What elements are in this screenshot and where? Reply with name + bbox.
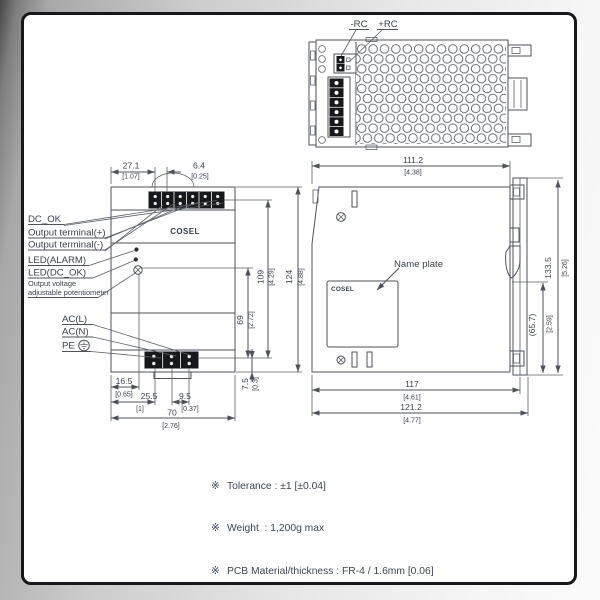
- dim-95-in: [0.37]: [181, 406, 199, 413]
- side-view-din-bracket: [505, 177, 528, 376]
- front-callouts: DC_OK Output terminal(+) Output terminal…: [28, 214, 109, 352]
- potentiometer-icon: [133, 265, 143, 275]
- note-tolerance: ※Tolerance : ±1 [±0.04]: [211, 480, 513, 494]
- dim-124-mm: 124: [284, 270, 294, 285]
- dim-6-mm: 6.4: [193, 161, 205, 171]
- cosel-logo-front: COSEL: [170, 227, 200, 236]
- dim-117-mm: 117: [405, 379, 419, 389]
- note-marker: ※: [211, 565, 220, 577]
- top-view-din-clips: [507, 44, 532, 147]
- led-dcok-icon: [133, 257, 138, 262]
- bottom-din-tab: [153, 371, 192, 379]
- top-terminal-column: [327, 76, 351, 138]
- dim-75-in: [0.3]: [253, 377, 260, 391]
- dim-1112-mm: 111.2: [403, 155, 423, 165]
- note-marker: ※: [211, 481, 220, 493]
- earth-ground-icon: [78, 339, 90, 352]
- dim-657-in: [2.59]: [547, 315, 554, 333]
- dim-95-mm: 9.5: [179, 391, 191, 401]
- side-view: COSEL Name plate: [311, 155, 569, 425]
- callout-output-pos: Output terminal(+): [28, 228, 106, 239]
- vent-honeycomb: [356, 44, 506, 144]
- rc-negative-label: -RC: [350, 19, 367, 30]
- front-dimensions: 27.1 [1.07] 6.4 [0.25] 109 [4.29] 69 [2.…: [110, 161, 305, 430]
- dim-255-mm: 25.5: [141, 391, 158, 401]
- dim-69-in: [2.72]: [248, 311, 255, 329]
- side-screw-top-icon: [336, 212, 346, 222]
- callout-led-alarm: LED(ALARM): [28, 255, 86, 266]
- notes-list: ※Tolerance : ±1 [±0.04] ※Weight : 1,200g…: [211, 452, 513, 600]
- dim-117-in: [4.61]: [403, 395, 421, 402]
- name-plate-label: Name plate: [394, 259, 443, 270]
- callout-pot-line1: Output voltage: [28, 279, 76, 288]
- dim-27-in: [1.07]: [122, 174, 140, 181]
- callout-ac-l: AC(L): [62, 314, 87, 325]
- rc-positive-label: +RC: [378, 19, 398, 30]
- dim-1212-mm: 121.2: [400, 402, 422, 412]
- dim-165-mm: 16.5: [116, 376, 133, 386]
- input-terminal-block: [144, 351, 199, 369]
- front-leader-lines: [63, 200, 224, 359]
- name-plate: [326, 280, 399, 348]
- callout-dcok: DC_OK: [28, 214, 62, 225]
- note-weight: ※Weight : 1,200g max: [211, 522, 513, 536]
- top-view: -RC +RC: [308, 19, 532, 150]
- dim-165-in: [0.65]: [115, 392, 133, 399]
- note-marker: ※: [211, 523, 220, 535]
- front-view: COSEL DC_O: [28, 161, 305, 430]
- note-pcb: ※PCB Material/thickness : FR-4 / 1.6mm […: [211, 565, 513, 579]
- dim-27-mm: 27.1: [123, 161, 140, 171]
- dim-124-in: [4.88]: [298, 268, 305, 286]
- dim-1212-in: [4.77]: [403, 418, 421, 425]
- cosel-logo-side: COSEL: [331, 286, 354, 293]
- callout-pot-line2: adjustable potentiometer: [28, 288, 109, 297]
- dim-1335-in: [5.26]: [562, 259, 569, 277]
- dim-255-in: [1]: [136, 406, 144, 413]
- led-alarm-icon: [134, 247, 139, 252]
- dim-75-mm: 7.5: [240, 378, 250, 390]
- output-terminal-block: [148, 191, 225, 209]
- dim-657-mm: (65.7): [527, 314, 537, 337]
- callout-output-neg: Output terminal(-): [28, 240, 103, 251]
- dim-69-mm: 69: [235, 315, 245, 325]
- side-screw-bottom-icon: [336, 355, 346, 365]
- rc-connector: [333, 53, 357, 74]
- dim-70-in: [2.76]: [162, 423, 180, 430]
- dim-70-mm: 70: [167, 408, 177, 418]
- callout-led-dcok: LED(DC_OK): [28, 268, 86, 279]
- dim-6-in: [0.25]: [191, 174, 209, 181]
- callout-ac-n: AC(N): [62, 327, 89, 338]
- callout-pe: PE: [62, 341, 75, 352]
- dim-109-in: [4.29]: [269, 268, 276, 286]
- dim-1335-mm: 133.5: [543, 257, 553, 279]
- dim-1112-in: [4.38]: [404, 170, 422, 177]
- dim-109-mm: 109: [256, 270, 266, 285]
- side-dimensions: 111.2 [4.38] 133.5 [5.26] (65.7) [2.59] …: [311, 155, 569, 425]
